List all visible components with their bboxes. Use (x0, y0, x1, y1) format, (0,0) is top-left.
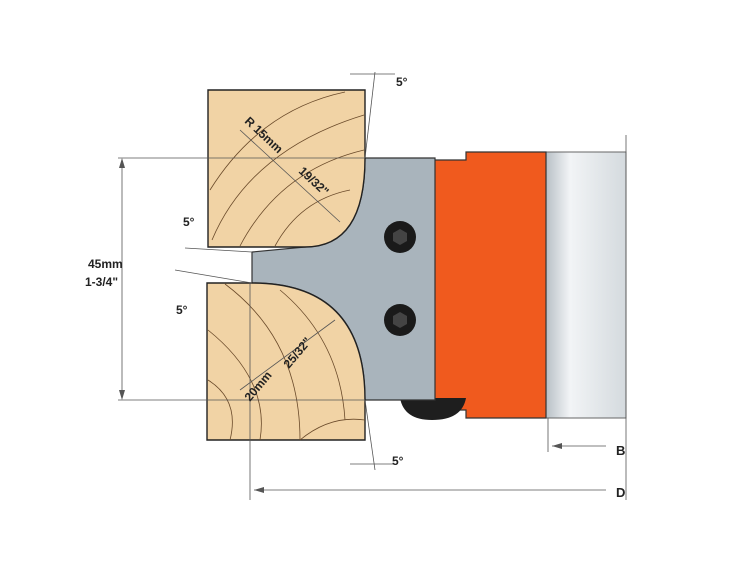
angle-left-top-label: 5° (183, 215, 195, 229)
angle-bottom-label: 5° (392, 454, 404, 468)
screw-top (384, 221, 416, 253)
dimension-d-label: D (616, 485, 625, 500)
shaft (545, 151, 627, 419)
wood-block-top (207, 89, 366, 248)
dimension-b-label: B (616, 443, 625, 458)
height-inch-label: 1-3/4" (85, 275, 118, 289)
angle-top-label: 5° (396, 75, 408, 89)
screw-bottom (384, 304, 416, 336)
cutter-body (432, 151, 547, 419)
dimension-lines (118, 71, 627, 500)
angle-left-bottom-label: 5° (176, 303, 188, 317)
nut (400, 398, 466, 420)
height-mm-label: 45mm (88, 257, 123, 271)
